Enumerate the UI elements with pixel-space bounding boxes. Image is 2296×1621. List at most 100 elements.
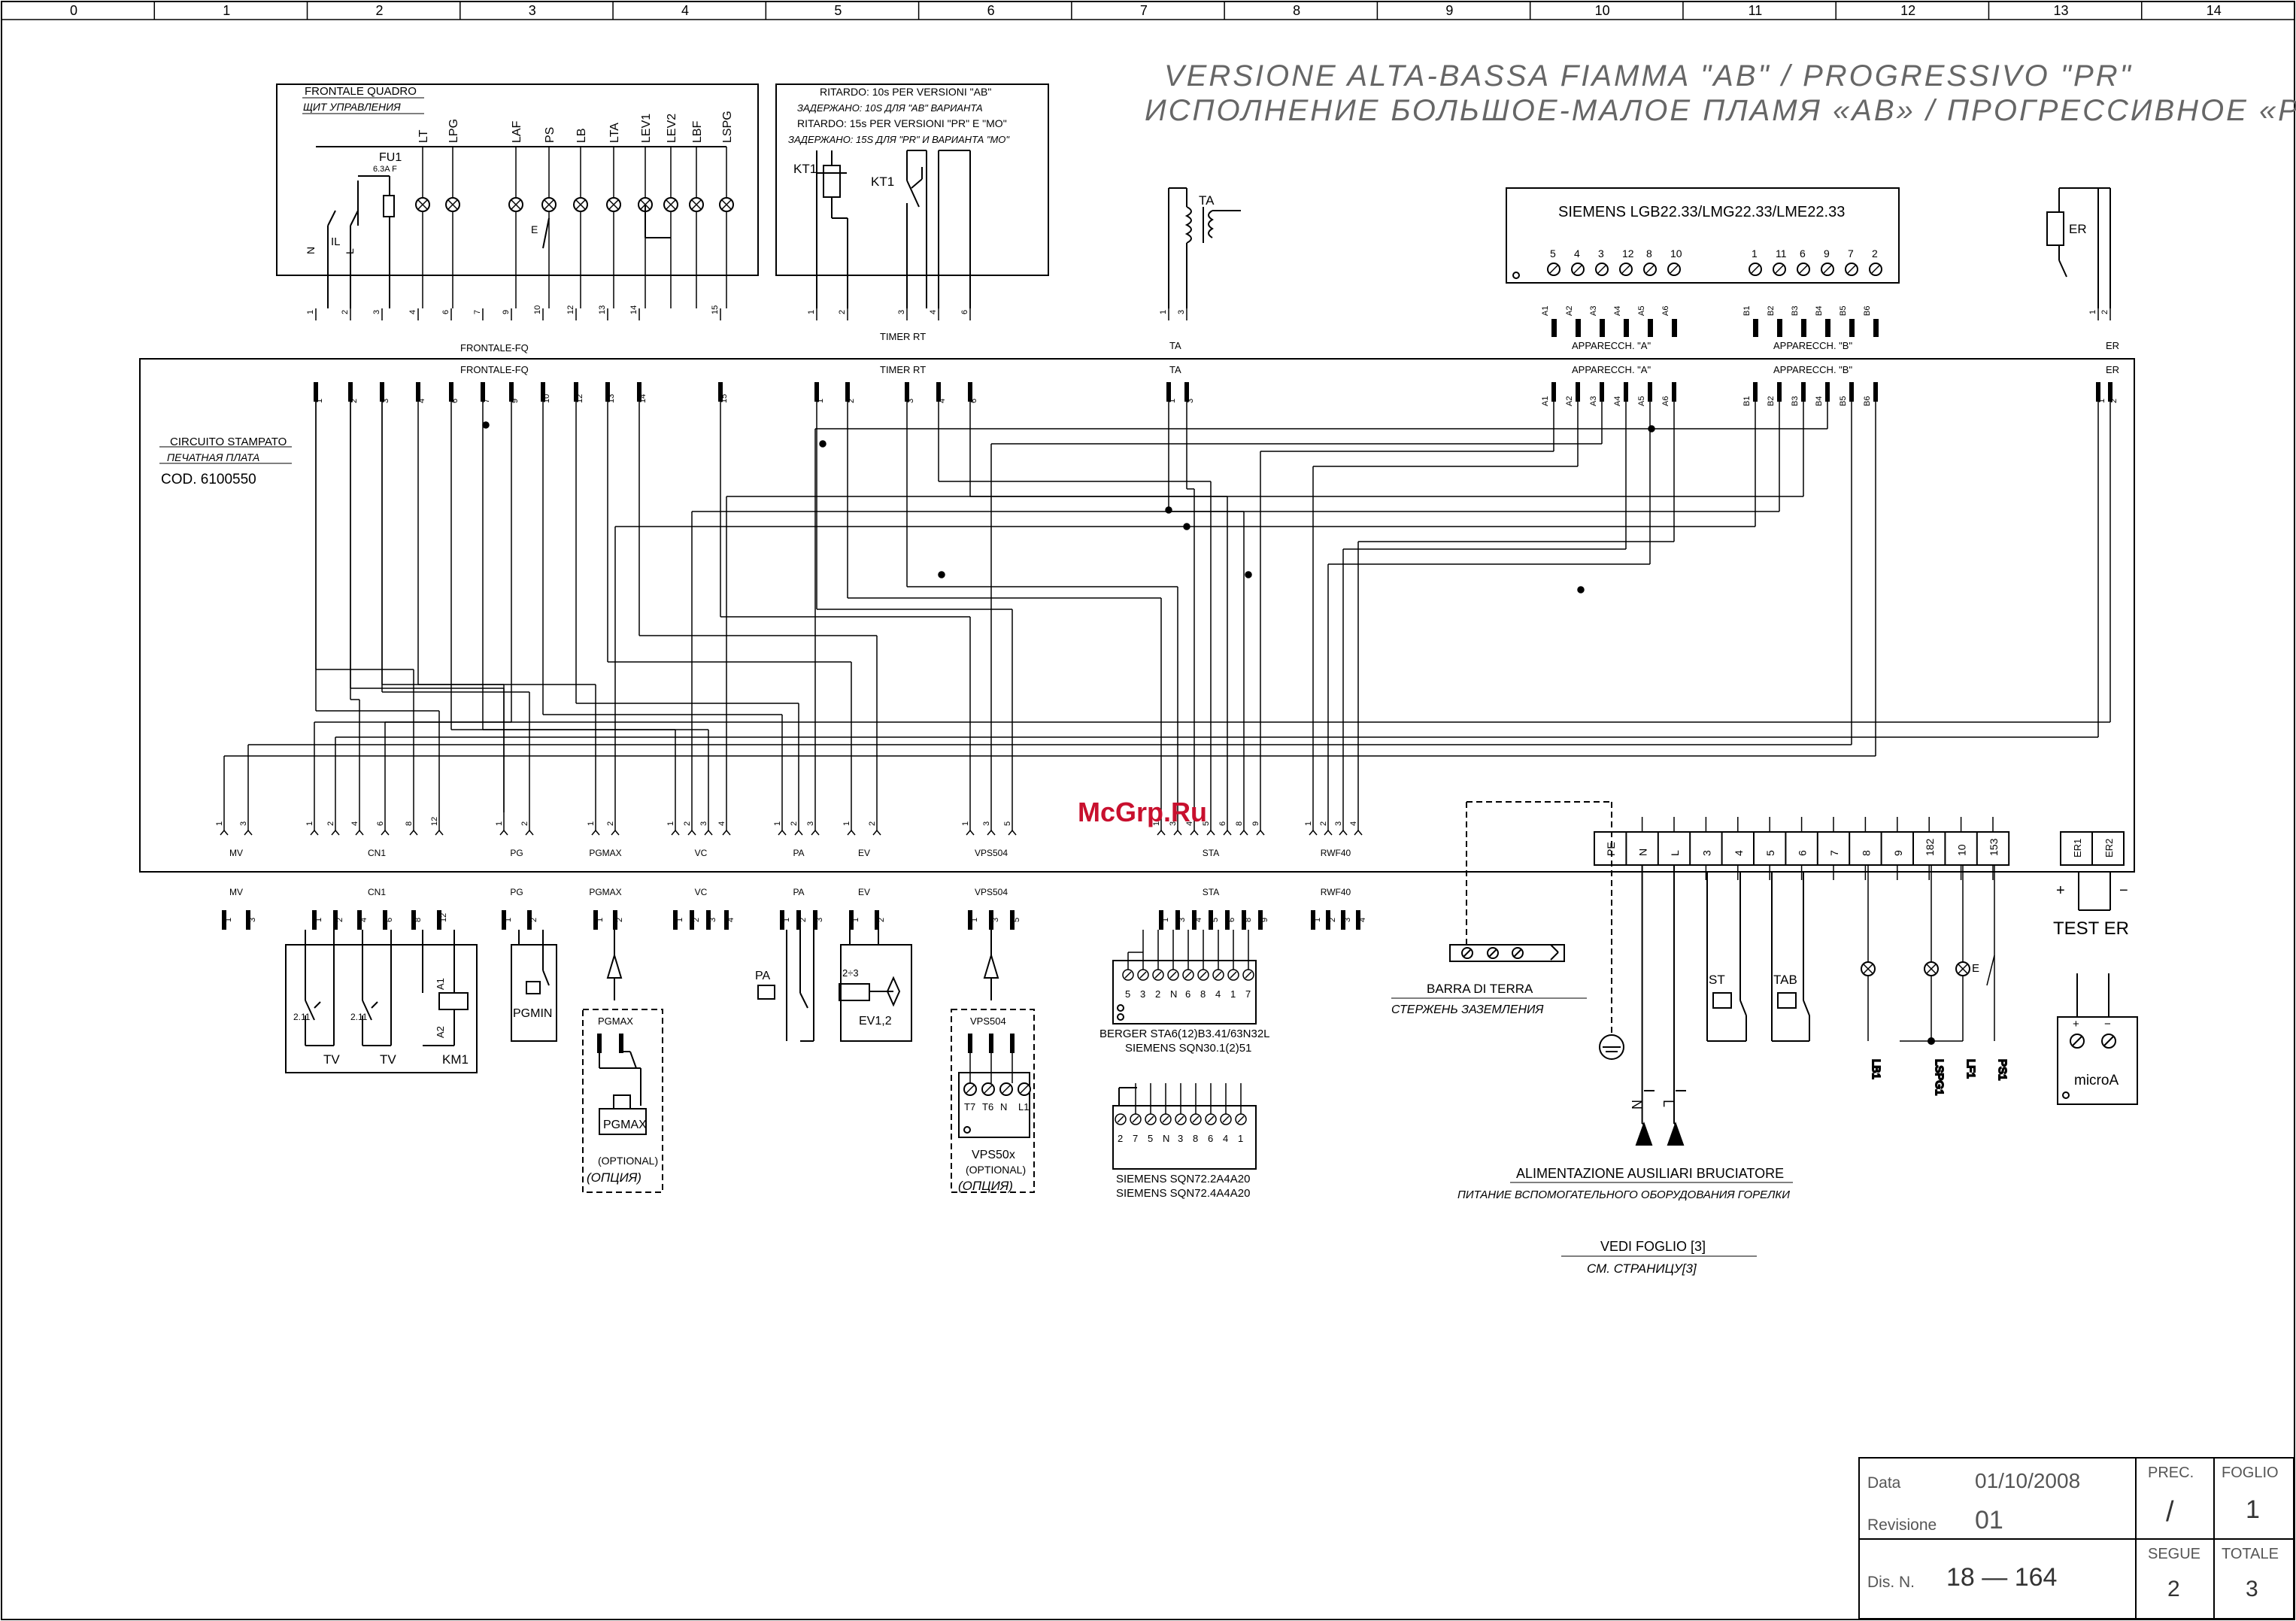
conn-pin-fork	[675, 830, 680, 836]
device-conn-label: VC	[695, 887, 708, 897]
conn-pin-number: 9	[1251, 821, 1260, 826]
device-pin	[437, 910, 441, 930]
lamp-cross	[721, 199, 732, 210]
er-conn-pcb: ER	[2106, 364, 2119, 375]
conn-pin-number: 1	[495, 821, 504, 826]
pcb-pin-number: 15	[720, 394, 729, 403]
conn-pin-fork	[1206, 830, 1212, 836]
siemens-term-label: B4	[1815, 306, 1824, 316]
vps-opt-device: VPS50x	[972, 1149, 1015, 1161]
siemens-term-label: B6	[1863, 306, 1872, 316]
device-pin	[796, 910, 801, 930]
ps-contact	[542, 217, 550, 249]
conn-pin-number: 6	[1218, 821, 1227, 826]
pcb-pin	[1551, 382, 1556, 402]
sqn-pin-label: N	[1163, 1133, 1169, 1144]
vps-pin	[968, 1034, 972, 1053]
siemens-pins: 5A1A14A2A23A3A312A4A48A5A510A6A61B1B111B…	[1541, 247, 1882, 406]
conn-pin-fork	[811, 830, 816, 836]
device-pin-number: 9	[1260, 918, 1269, 922]
conn-pin-number: 1	[666, 821, 675, 826]
lamp-label: LSPG	[721, 111, 734, 143]
conn-pin-fork	[503, 830, 508, 836]
siemens-term-label: A6	[1661, 306, 1670, 316]
terminal-number: 4	[408, 310, 417, 314]
e-bottom: E	[1972, 962, 1979, 975]
conn-pin-fork	[331, 830, 336, 836]
appb-conn-top: APPARECCH. "B"	[1773, 340, 1852, 351]
title-italian: VERSIONE ALTA-BASSA FIAMMA "AB" / PROGRE…	[1164, 59, 2133, 93]
tb-totale-value: 3	[2246, 1577, 2258, 1601]
timer-conn-pcb: TIMER RT	[880, 364, 926, 375]
siemens-pin-number: 1	[1752, 247, 1758, 260]
tb-dis-value: 18 — 164	[1946, 1563, 2057, 1592]
lamp-cross	[1958, 964, 1968, 974]
tb-segue-value: 2	[2167, 1577, 2180, 1601]
strip-terminal: 10	[1956, 844, 1968, 856]
strip-terminal: 9	[1892, 850, 1904, 856]
device-pin-number: 1	[970, 918, 979, 922]
terminal-number: 1	[2088, 310, 2097, 314]
pcb-term-label: B1	[1742, 396, 1752, 406]
conn-pin-fork	[438, 830, 444, 836]
conn-pin-fork	[1157, 830, 1162, 836]
lamp-cross	[575, 199, 586, 210]
conn-pin-number: 1	[1304, 821, 1313, 826]
conn-pin-fork	[310, 830, 315, 836]
pgmax-optional	[582, 930, 663, 1193]
device-pin	[1010, 910, 1015, 930]
conn-label: EV	[858, 848, 870, 858]
device-pin-number: 1	[314, 918, 323, 922]
conn-pin-number: 2	[790, 821, 799, 826]
conn-pin-fork	[1160, 830, 1166, 836]
ruler-label: 14	[2207, 3, 2222, 18]
device-conn-label: RWF40	[1321, 887, 1351, 897]
conn-pin-fork	[1190, 830, 1195, 836]
fuse-rating: 6.3A F	[373, 165, 397, 174]
siemens-term-label: B1	[1742, 306, 1752, 316]
bottom-lamp-label: PS1	[1996, 1059, 2009, 1080]
junction-dot	[482, 421, 490, 429]
terminal-number: 3	[897, 310, 906, 314]
device-pin-number: 2	[799, 918, 808, 922]
pgmin-label: PGMIN	[513, 1007, 552, 1020]
pcb-term-label: B5	[1839, 396, 1848, 406]
sqn-pin-label: 6	[1208, 1133, 1213, 1144]
junction-dot	[1927, 1037, 1935, 1045]
pcb-pin	[449, 382, 453, 402]
pa-device	[757, 930, 814, 1042]
km-a1: A1	[435, 978, 446, 990]
ruler-label: 9	[1445, 3, 1453, 18]
ruler-label: 1	[223, 3, 230, 18]
siemens-term-label: A1	[1541, 306, 1550, 316]
pcb-pin	[1672, 382, 1676, 402]
device-pin-number: 3	[815, 918, 824, 922]
screw-slot	[1139, 971, 1147, 979]
device-pin	[1341, 910, 1345, 930]
siemens-terminal	[1624, 319, 1629, 337]
lamp-cross	[1926, 964, 1937, 974]
screw-slot	[1169, 971, 1177, 979]
device-pin-number: 3	[708, 918, 717, 922]
terminal-number: 9	[502, 310, 511, 314]
conn-pin-number: 1	[1152, 821, 1161, 826]
screw-slot	[1799, 265, 1808, 274]
sqn-pin-label: 8	[1193, 1133, 1198, 1144]
screw-slot	[1200, 971, 1207, 979]
conn-pin-fork	[1342, 830, 1348, 836]
sqn-label-2: SIEMENS SQN72.4A4A20	[1116, 1187, 1250, 1200]
timer-box	[775, 83, 1049, 276]
conn-pin-number: 1	[773, 821, 782, 826]
screw-slot	[1823, 265, 1832, 274]
conn-pin-number: 2	[1319, 821, 1328, 826]
conn-pin-number: 2	[326, 821, 335, 826]
sqn-pin-label: 2	[1118, 1133, 1123, 1144]
conn-pin-fork	[1177, 830, 1182, 836]
vps-opt-header: VPS504	[970, 1015, 1006, 1027]
lamp-cross	[417, 199, 428, 210]
lamp-label: LAF	[511, 120, 523, 143]
conn-pin-fork	[1357, 830, 1363, 836]
